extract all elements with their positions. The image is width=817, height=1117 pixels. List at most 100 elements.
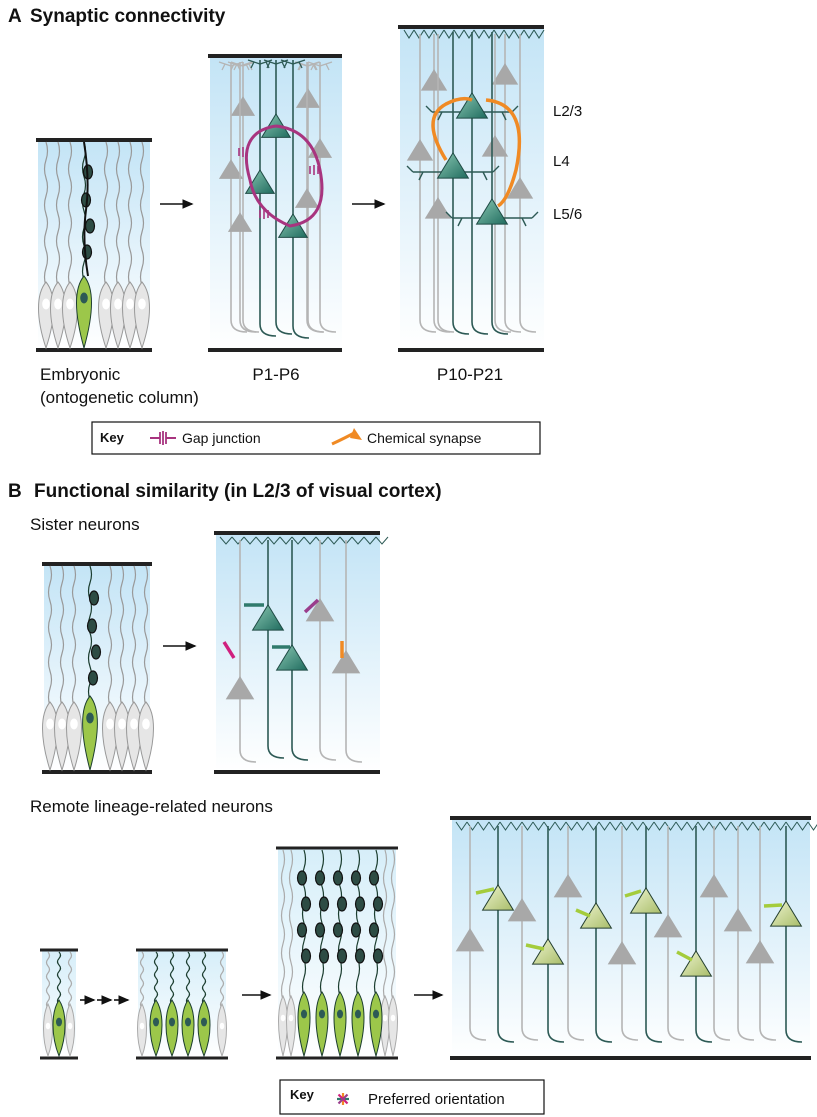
nucleus [184, 1017, 192, 1027]
chemical-synapse [485, 98, 522, 208]
nucleus [126, 298, 134, 310]
grey-progenitor [388, 994, 398, 1057]
grey-neuron [455, 927, 485, 952]
grey-neuron [699, 873, 729, 898]
axon [595, 918, 613, 1043]
axon [452, 168, 470, 335]
migrating-neuron [300, 896, 312, 912]
lineage-related-neuron [679, 949, 713, 977]
nucleus [354, 1009, 362, 1019]
axon [319, 150, 337, 333]
dendritic-tuft [554, 821, 567, 831]
radial-glia-fiber [83, 141, 89, 277]
grey-progenitor [62, 281, 78, 350]
nucleus [130, 718, 138, 730]
grey-neuron [553, 873, 583, 898]
radial-glia-fiber [139, 141, 145, 287]
stage-label-embryonic: Embryonic [40, 365, 121, 384]
radial-glia-fiber [201, 951, 207, 1005]
dendritic-tuft [521, 821, 534, 831]
migrating-neuron [372, 948, 384, 964]
nucleus [390, 1014, 396, 1022]
migrating-neuron [372, 896, 384, 912]
green-progenitor [181, 999, 195, 1058]
chemical-synapse [431, 96, 473, 161]
migrating-neuron [350, 922, 362, 938]
dendritic-tuft [375, 536, 389, 545]
dendritic-tuft [664, 821, 677, 831]
grey-neuron [491, 63, 519, 85]
axon [547, 954, 565, 1043]
radial-glia-fiber [45, 951, 51, 1009]
dendritic-tuft [219, 536, 233, 545]
grey-progenitor [66, 701, 82, 772]
panel-b-letter: B [8, 481, 22, 502]
dendritic-tuft [488, 821, 501, 831]
nucleus [46, 718, 54, 730]
axon [494, 148, 512, 333]
axon [504, 76, 522, 333]
dendritic-tuft [576, 821, 589, 831]
radial-glia-fiber [115, 141, 121, 287]
migrating-neuron [86, 618, 98, 634]
migrating-neuron [314, 922, 326, 938]
migrating-neuron [368, 922, 380, 938]
dendritic-tuft [247, 59, 273, 69]
axon [230, 171, 248, 333]
grey-neuron [653, 913, 683, 938]
grey-progenitor [43, 1002, 53, 1058]
grey-neuron [218, 159, 244, 179]
nucleus [318, 1009, 326, 1019]
grey-neuron [331, 649, 361, 674]
embryonic-column [36, 138, 152, 352]
axon [419, 152, 437, 333]
stage-label-p1-p6: P1-P6 [252, 365, 299, 384]
axon [291, 660, 309, 761]
grey-neuron [745, 939, 775, 964]
dendritic-tuft [587, 821, 600, 831]
teal-sister-neuron [475, 197, 509, 225]
grey-progenitor [138, 701, 154, 772]
grey-progenitor [137, 1002, 147, 1058]
panel-a: A Synaptic connectivity L2/3 L4 [8, 6, 582, 455]
dendritic-tuft [255, 536, 269, 545]
dendritic-tuft [280, 59, 306, 69]
panel-a-title: Synaptic connectivity [30, 6, 226, 27]
nucleus [168, 1017, 176, 1027]
migrating-neuron [318, 896, 330, 912]
dendritic-tuft [218, 61, 244, 71]
dendritic-tuft [499, 821, 512, 831]
migrating-neuron [318, 948, 330, 964]
radial-glia-fiber [139, 951, 145, 1009]
grey-neuron [420, 69, 448, 91]
sister-progenitor-column [42, 562, 154, 774]
axon [292, 228, 310, 339]
dendritic-tuft [763, 821, 776, 831]
remote-clustered-columns [276, 846, 398, 1060]
nucleus [372, 1009, 380, 1019]
radial-glia-fiber [185, 951, 191, 1005]
radial-glia-fiber [67, 951, 73, 1009]
dendritic-tuft [351, 536, 365, 545]
dendritic-tuft [642, 821, 655, 831]
dendritic-tuft [675, 821, 688, 831]
orientation-bar [222, 641, 236, 659]
axon [497, 900, 515, 1043]
nucleus [280, 1014, 286, 1022]
nucleus [219, 1022, 225, 1030]
axon [713, 888, 731, 1041]
orientation-bar [575, 908, 591, 918]
radial-glia-fiber [119, 565, 125, 707]
nucleus [118, 718, 126, 730]
dendritic-tuft [620, 821, 633, 831]
grey-neuron [424, 197, 452, 219]
layer-label-l2-3: L2/3 [553, 103, 582, 120]
radial-glia-fiber [55, 141, 61, 287]
green-progenitor [315, 991, 329, 1058]
dendritic-tuft [752, 821, 765, 831]
dendritic-tuft [609, 821, 622, 831]
orientation-bar [624, 889, 642, 898]
nucleus [70, 718, 78, 730]
migrating-neuron [354, 896, 366, 912]
green-progenitor [76, 275, 92, 350]
